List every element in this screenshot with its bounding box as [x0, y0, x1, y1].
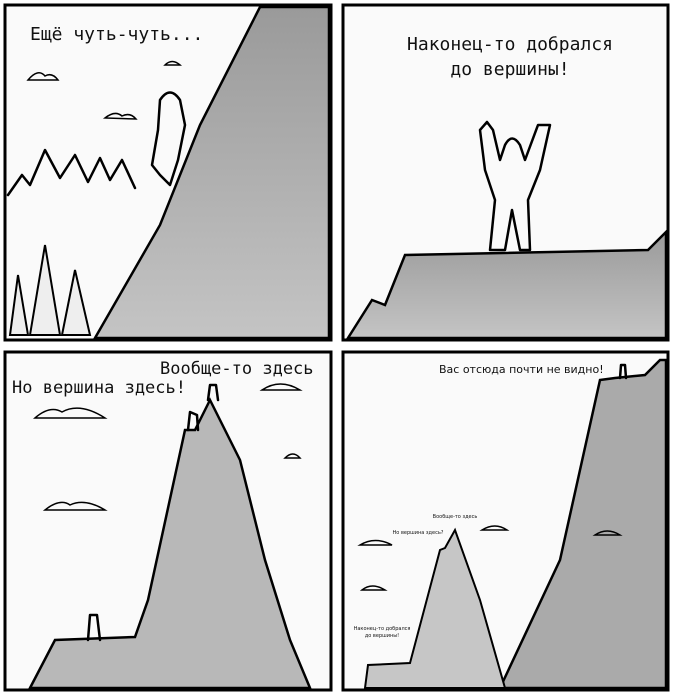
summit-plateau: [345, 228, 668, 340]
cloud: [163, 60, 182, 66]
panel-3: Вообще-то здесь Но вершина здесь!: [3, 350, 333, 692]
cloud: [357, 539, 393, 546]
caption-main: Вас отсюда почти не видно!: [439, 363, 604, 376]
top-figure: [206, 383, 220, 402]
cheering-figure: [478, 120, 552, 252]
tiny-figure-top: [618, 363, 628, 380]
pine-trees: [8, 244, 92, 336]
small-mountain: [363, 527, 507, 689]
small-figure: [86, 613, 102, 642]
small-caption-mid: Но вершина здесь?: [393, 530, 444, 536]
small-caption-top: Вообще-то здесь: [433, 514, 478, 520]
caption-top: Вообще-то здесь: [160, 359, 314, 379]
cloud: [32, 407, 108, 419]
cloud: [359, 585, 388, 591]
big-mountain: [498, 358, 668, 690]
small-caption-low-1: Наконец-то добрался: [354, 626, 411, 632]
cloud: [479, 525, 510, 531]
cloud: [592, 530, 623, 536]
caption-line-1: Наконец-то добрался: [407, 34, 613, 55]
cloud: [283, 453, 302, 459]
distant-peaks: [6, 148, 137, 197]
caption: Ещё чуть-чуть...: [30, 24, 203, 45]
caption-left: Но вершина здесь!: [12, 378, 186, 398]
cloud: [26, 72, 60, 81]
cloud: [102, 112, 138, 120]
cloud: [42, 501, 108, 511]
twin-peak-mountain: [27, 397, 312, 690]
caption-line-2: до вершины!: [450, 59, 569, 80]
panel-1: Ещё чуть-чуть...: [3, 3, 333, 342]
panel-4: Вас отсюда почти не видно! Вообще-то зде…: [341, 350, 670, 692]
small-caption-low-2: до вершины!: [365, 633, 399, 639]
panel-2: Наконец-то добрался до вершины!: [341, 3, 670, 342]
mountain-slope: [92, 5, 331, 340]
cloud: [259, 383, 303, 391]
climber-figure: [150, 91, 187, 187]
middle-figure: [186, 410, 200, 432]
